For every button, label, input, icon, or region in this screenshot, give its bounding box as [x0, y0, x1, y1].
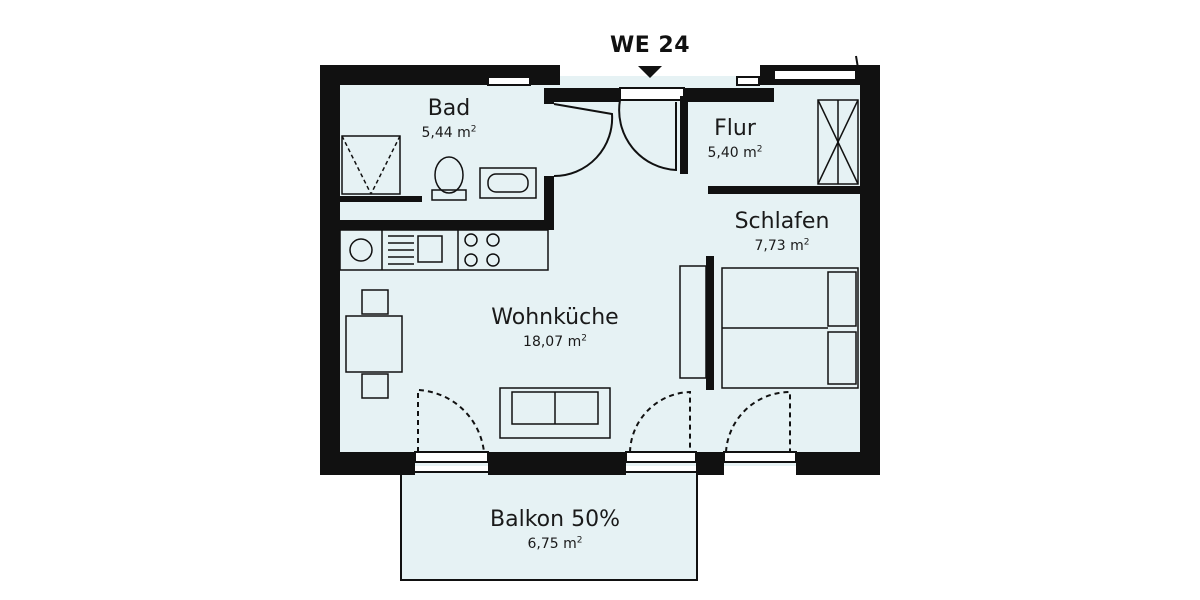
- doors: [417, 99, 791, 453]
- hall-wardrobe: [817, 99, 859, 185]
- bedroom-partition: [706, 256, 714, 390]
- room-name: Wohnküche: [491, 305, 619, 330]
- wall-bottom-1: [320, 452, 415, 475]
- balcony-doors: [417, 388, 791, 453]
- washbasin: [479, 167, 537, 199]
- bath-door: [553, 103, 614, 178]
- kitchen-counter: [339, 229, 549, 271]
- interior-floor: [330, 76, 870, 466]
- wall-top-right: [684, 88, 774, 102]
- bath-shower-ledge: [338, 196, 422, 202]
- bath-wall-right: [544, 88, 554, 104]
- double-bed: [721, 267, 859, 389]
- room-label-wohnkueche: Wohnküche 18,07 m2: [491, 305, 618, 351]
- wall-bottom-4: [796, 452, 880, 475]
- sofa: [499, 387, 611, 439]
- room-area: 18,07 m2: [523, 333, 587, 350]
- wall-bottom-2: [488, 452, 626, 475]
- hob-2: [486, 233, 500, 247]
- entry-sill: [619, 87, 685, 101]
- hall-wall-bottom: [708, 186, 860, 194]
- hob-1: [464, 233, 478, 247]
- floor-areas: [330, 76, 870, 580]
- room-area: 5,44 m2: [421, 124, 477, 141]
- room-label-bad: Bad 5,44 m2: [422, 96, 477, 142]
- room-name: Schlafen: [734, 209, 830, 234]
- wall-bottom-3: [696, 452, 724, 475]
- interior-walls: [330, 88, 860, 390]
- balcony-door-sill-2: [625, 451, 697, 463]
- washer: [349, 238, 373, 262]
- tv-cabinet: [679, 265, 707, 379]
- balcony-door-sill-1: [414, 451, 489, 463]
- wall-top-mid: [545, 88, 620, 102]
- toilet: [431, 156, 467, 201]
- fixtures: [339, 99, 859, 439]
- hall-wall-left: [680, 96, 688, 174]
- bath-wall-bottom: [330, 220, 554, 230]
- top-window-sill: [773, 69, 857, 81]
- room-area: 6,75 m2: [527, 535, 583, 552]
- room-name: Bad: [427, 96, 471, 121]
- balcony-door-sill-3: [723, 451, 797, 463]
- room-name: Flur: [714, 116, 756, 141]
- room-area: 7,73 m2: [754, 237, 810, 254]
- door-swing-tick: [855, 55, 859, 69]
- room-label-balkon: Balkon 50% 6,75 m2: [490, 507, 620, 553]
- bath-wall-right-lower: [544, 176, 554, 230]
- room-name: Balkon 50%: [490, 507, 620, 532]
- entrance-arrow-icon: [638, 66, 662, 78]
- room-label-schlafen: Schlafen 7,73 m2: [735, 209, 830, 255]
- wall-left: [320, 65, 340, 475]
- unit-id-label: WE 24: [609, 33, 691, 58]
- hob-3: [464, 253, 478, 267]
- sink: [417, 235, 443, 263]
- wall-right: [860, 65, 880, 475]
- window-sills: [414, 69, 857, 463]
- balcony-floor: [401, 472, 697, 580]
- shower: [341, 135, 401, 195]
- entry-door: [618, 99, 677, 172]
- room-label-flur: Flur 5,40 m2: [708, 116, 763, 162]
- dining-set: [345, 289, 403, 399]
- hob-4: [486, 253, 500, 267]
- wall-notch-2: [736, 76, 760, 86]
- wall-notch-1: [487, 76, 531, 86]
- room-area: 5,40 m2: [707, 144, 763, 161]
